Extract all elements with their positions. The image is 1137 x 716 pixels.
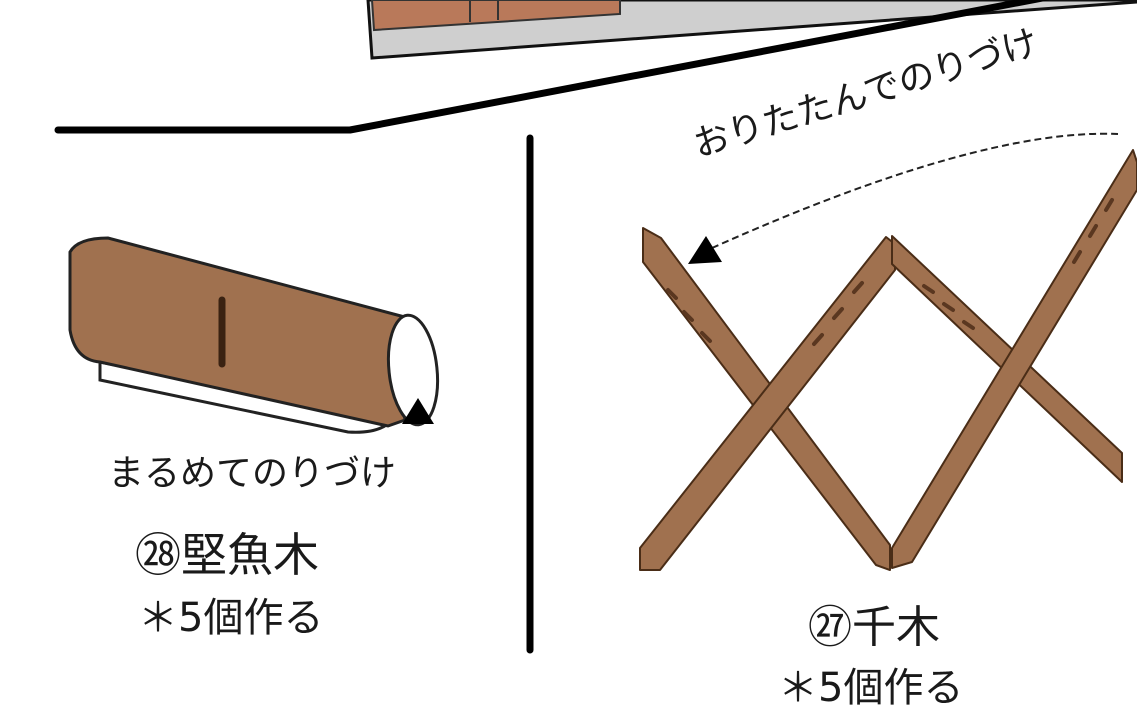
fold-arrow-head-icon: [688, 236, 722, 264]
chigi-dash-mark: [832, 307, 844, 320]
chigi-strip-segment: [891, 149, 1137, 569]
katsuogi-tube-end: [386, 313, 440, 427]
roll-glue-instruction: まるめてのりづけ: [108, 453, 397, 494]
chigi-strip-segment: [639, 236, 896, 571]
chigi-dash-mark: [700, 331, 712, 343]
chigi-dash-mark: [1104, 198, 1114, 212]
chigi-dash-mark: [962, 320, 975, 330]
chigi-quantity-note: ＊5個作る: [778, 665, 964, 711]
chigi-dash-marks: [666, 198, 1114, 346]
chigi-dash-mark: [942, 302, 955, 312]
chigi-dash-mark: [666, 288, 678, 300]
chigi-part-title: ㉗千木: [808, 602, 940, 653]
katsuogi-piece: [68, 236, 440, 434]
chigi-dash-mark: [812, 333, 824, 346]
base-outline-line: [54, 0, 1051, 134]
chigi-dash-mark: [1088, 224, 1098, 238]
chigi-dash-mark: [1072, 250, 1082, 264]
chigi-dash-mark: [922, 284, 935, 294]
katsuogi-quantity-note: ＊5個作る: [138, 595, 324, 641]
chigi-dash-mark: [682, 310, 694, 322]
chigi-dash-mark: [852, 281, 864, 294]
chigi-piece: [639, 149, 1137, 571]
fold-direction-arrow-line: [711, 132, 1119, 249]
roof-wall-band: [370, 0, 621, 32]
glue-marker-triangle-icon: [402, 398, 434, 424]
katsuogi-part-title: ㉘堅魚木: [135, 528, 319, 582]
